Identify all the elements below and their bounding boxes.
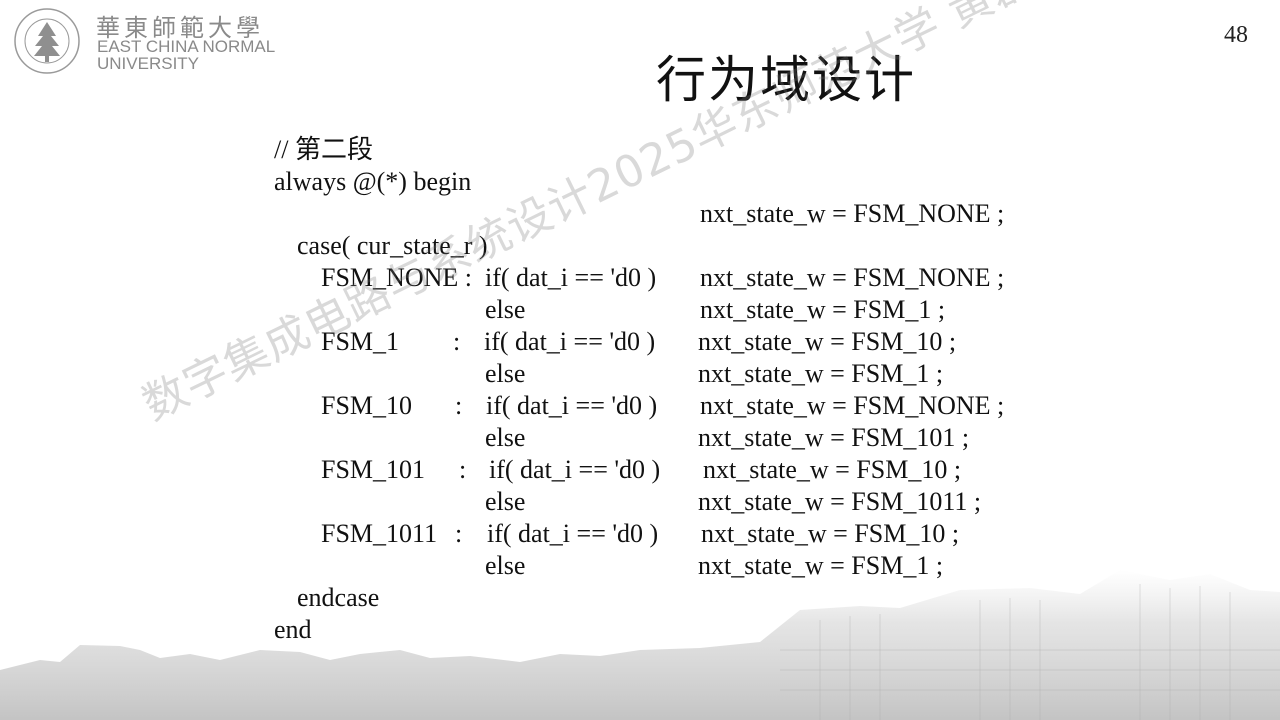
slide-title: 行为域设计: [656, 51, 916, 109]
code-condition: if( dat_i == 'd0 ): [486, 391, 658, 420]
code-endcase: endcase: [297, 583, 380, 612]
university-emblem-icon: [14, 8, 80, 74]
code-state-colon: :: [453, 327, 461, 356]
code-condition: if( dat_i == 'd0 ): [485, 263, 657, 292]
code-else-keyword: else: [485, 295, 526, 324]
university-name-chinese: 華東師範大學: [96, 14, 264, 42]
code-always-line: always @(*) begin: [274, 167, 472, 196]
university-name-english-line1: EAST CHINA NORMAL: [97, 37, 276, 56]
code-state-label: FSM_1011: [321, 519, 438, 548]
university-name-english: EAST CHINA NORMAL UNIVERSITY: [97, 38, 275, 72]
code-else-keyword: else: [485, 551, 526, 580]
code-else-keyword: else: [485, 423, 526, 452]
code-default-assign: nxt_state_w = FSM_NONE ;: [700, 199, 1005, 228]
code-state-label: FSM_NONE :: [321, 263, 472, 292]
code-else-keyword: else: [485, 359, 526, 388]
code-then-assign: nxt_state_w = FSM_10 ;: [703, 455, 962, 484]
code-state-colon: :: [459, 455, 467, 484]
code-condition: if( dat_i == 'd0 ): [487, 519, 659, 548]
code-else-assign: nxt_state_w = FSM_1 ;: [698, 551, 944, 580]
code-then-assign: nxt_state_w = FSM_10 ;: [701, 519, 960, 548]
code-comment: // 第二段: [274, 135, 373, 164]
campus-skyline-image: [0, 570, 1280, 720]
university-name-english-line2: UNIVERSITY: [97, 54, 200, 73]
code-else-assign: nxt_state_w = FSM_101 ;: [698, 423, 970, 452]
code-state-colon: :: [455, 519, 463, 548]
code-then-assign: nxt_state_w = FSM_NONE ;: [700, 263, 1005, 292]
code-end: end: [274, 615, 312, 644]
code-state-label: FSM_10: [321, 391, 413, 420]
code-then-assign: nxt_state_w = FSM_NONE ;: [700, 391, 1005, 420]
code-case-open: case( cur_state_r ): [297, 231, 488, 260]
code-else-assign: nxt_state_w = FSM_1011 ;: [698, 487, 982, 516]
code-else-assign: nxt_state_w = FSM_1 ;: [700, 295, 946, 324]
page-number: 48: [1224, 22, 1248, 48]
code-else-keyword: else: [485, 487, 526, 516]
code-state-colon: :: [455, 391, 463, 420]
code-condition: if( dat_i == 'd0 ): [489, 455, 661, 484]
code-state-label: FSM_101: [321, 455, 426, 484]
code-else-assign: nxt_state_w = FSM_1 ;: [698, 359, 944, 388]
code-state-label: FSM_1: [321, 327, 400, 356]
code-then-assign: nxt_state_w = FSM_10 ;: [698, 327, 957, 356]
code-condition: if( dat_i == 'd0 ): [484, 327, 656, 356]
